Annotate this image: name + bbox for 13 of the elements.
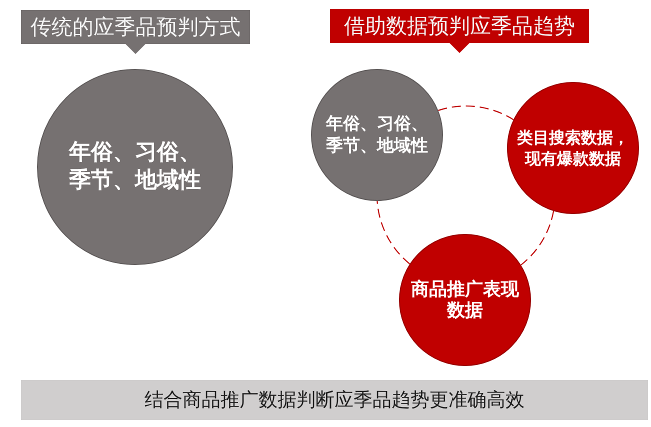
connector-arc bbox=[376, 200, 410, 264]
banner-text: 结合商品推广数据判断应季品趋势更准确高效 bbox=[144, 388, 524, 412]
connector-arc bbox=[438, 106, 514, 120]
banner bbox=[21, 380, 648, 420]
circle-text: 年俗、习俗、季节、地域性 bbox=[324, 113, 429, 157]
title-callout bbox=[330, 9, 589, 53]
title-callout bbox=[21, 10, 250, 54]
connector-arc bbox=[520, 210, 554, 266]
circle-text: 类目搜索数据，现有爆款数据 bbox=[516, 127, 630, 169]
circle-text: 商品推广表现数据 bbox=[410, 279, 520, 321]
title-text: 传统的应季品预判方式 bbox=[30, 14, 240, 40]
circle-text: 年俗、习俗、季节、地域性 bbox=[68, 139, 202, 195]
title-text: 借助数据预判应季品趋势 bbox=[344, 14, 575, 38]
